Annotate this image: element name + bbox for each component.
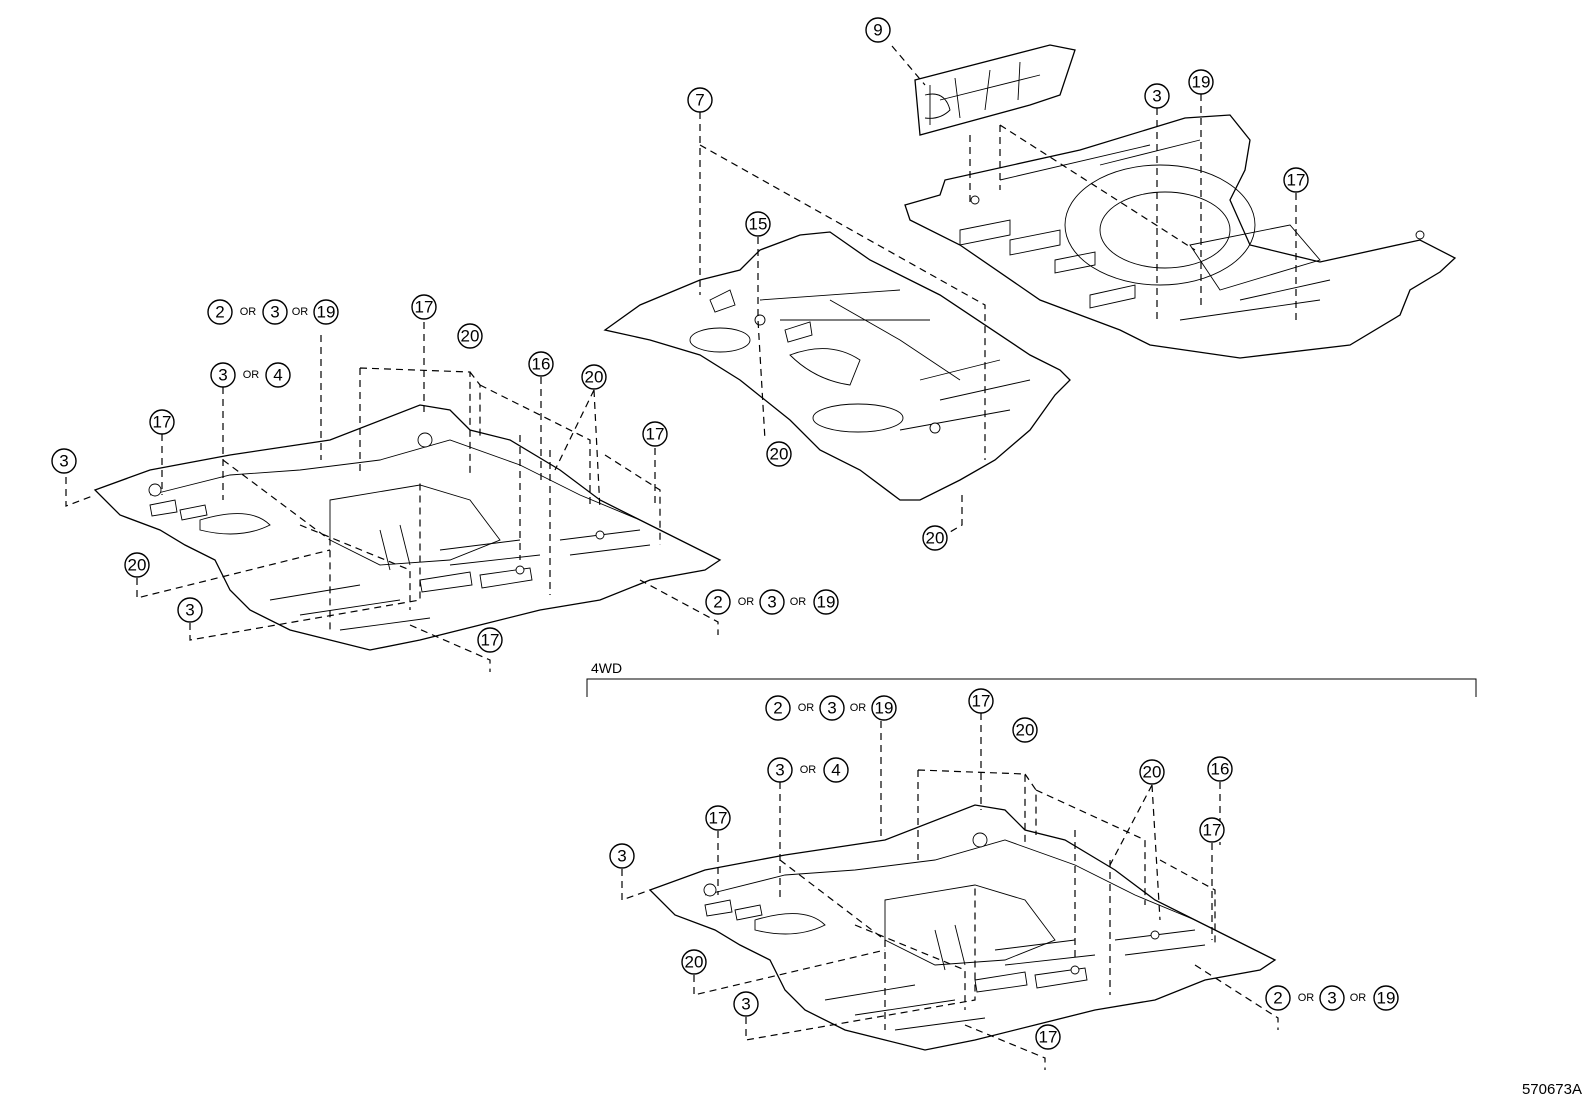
leader-lines (65, 45, 1297, 1070)
svg-text:OR: OR (240, 306, 257, 318)
svg-text:4: 4 (831, 761, 840, 780)
callout-7: 7 (687, 87, 713, 113)
rear-floor-pan (904, 114, 1457, 359)
svg-text:19: 19 (875, 699, 894, 718)
front-floor-pan-4wd (648, 804, 1277, 1051)
svg-text:9: 9 (873, 21, 882, 40)
svg-text:16: 16 (1211, 760, 1230, 779)
callout-20: 20 (681, 949, 707, 975)
front-floor-pan (93, 404, 722, 651)
svg-text:OR: OR (292, 306, 309, 318)
callout-17: 17 (1035, 1024, 1061, 1050)
svg-text:2: 2 (713, 593, 722, 612)
callout-17: 17 (968, 688, 994, 714)
callout-17: 17 (1199, 817, 1225, 843)
svg-text:19: 19 (317, 303, 336, 322)
callout-20: 20 (1139, 759, 1165, 785)
callout-20: 20 (581, 364, 607, 390)
diagram-code: 570673A (1522, 1081, 1582, 1098)
callout-9: 9 (865, 17, 891, 43)
callout-17: 17 (705, 805, 731, 831)
svg-text:OR: OR (800, 764, 817, 776)
svg-text:3: 3 (270, 303, 279, 322)
svg-text:OR: OR (738, 596, 755, 608)
svg-text:17: 17 (1039, 1028, 1058, 1047)
svg-text:3: 3 (617, 847, 626, 866)
callout-group-2-or-3-or-19: 2 OR 3 OR 19 (207, 299, 339, 325)
center-floor-pan (603, 231, 1071, 501)
svg-text:2: 2 (773, 699, 782, 718)
svg-text:3: 3 (185, 601, 194, 620)
svg-text:3: 3 (775, 761, 784, 780)
svg-text:2: 2 (1273, 989, 1282, 1008)
svg-text:3: 3 (767, 593, 776, 612)
4wd-section-label: 4WD (591, 660, 622, 676)
callout-20: 20 (922, 525, 948, 551)
svg-text:17: 17 (153, 413, 172, 432)
svg-text:OR: OR (790, 596, 807, 608)
callout-3: 3 (609, 843, 635, 869)
svg-text:OR: OR (798, 702, 815, 714)
svg-text:17: 17 (415, 298, 434, 317)
callout-group-3-or-4: 3 OR 4 (767, 757, 849, 783)
svg-text:16: 16 (532, 355, 551, 374)
callout-15: 15 (745, 211, 771, 237)
callout-3: 3 (733, 991, 759, 1017)
svg-text:3: 3 (827, 699, 836, 718)
callout-19: 19 (1188, 69, 1214, 95)
svg-text:3: 3 (59, 452, 68, 471)
svg-text:20: 20 (1143, 763, 1162, 782)
4wd-section-bracket (586, 678, 1477, 697)
svg-text:4: 4 (273, 366, 282, 385)
svg-text:20: 20 (926, 529, 945, 548)
svg-text:3: 3 (741, 995, 750, 1014)
callout-3: 3 (177, 597, 203, 623)
svg-text:OR: OR (243, 369, 260, 381)
callout-20: 20 (457, 323, 483, 349)
callout-16: 16 (1207, 756, 1233, 782)
svg-text:17: 17 (709, 809, 728, 828)
callout-16: 16 (528, 351, 554, 377)
svg-text:17: 17 (646, 425, 665, 444)
callout-17: 17 (411, 294, 437, 320)
svg-text:7: 7 (695, 91, 704, 110)
callout-20: 20 (766, 441, 792, 467)
svg-text:20: 20 (1016, 721, 1035, 740)
callout-group-2-or-3-or-19: 2 OR 3 OR 19 (705, 589, 839, 615)
svg-text:19: 19 (1192, 73, 1211, 92)
svg-text:2: 2 (215, 303, 224, 322)
svg-text:OR: OR (850, 702, 867, 714)
callout-group-2-or-3-or-19: 2 OR 3 OR 19 (1265, 985, 1399, 1011)
svg-text:19: 19 (1377, 989, 1396, 1008)
svg-text:20: 20 (685, 953, 704, 972)
callout-group-3-or-4: 3 OR 4 (210, 362, 291, 388)
callout-17: 17 (1283, 167, 1309, 193)
callout-3: 3 (1144, 83, 1170, 109)
callout-17: 17 (642, 421, 668, 447)
svg-text:OR: OR (1350, 992, 1367, 1004)
svg-text:20: 20 (585, 368, 604, 387)
svg-text:17: 17 (481, 631, 500, 650)
svg-text:3: 3 (1152, 87, 1161, 106)
svg-text:19: 19 (817, 593, 836, 612)
callout-20: 20 (1012, 717, 1038, 743)
rear-bracket-part (914, 44, 1076, 136)
callout-group-2-or-3-or-19: 2 OR 3 OR 19 (765, 695, 897, 721)
callout-17: 17 (477, 627, 503, 653)
svg-text:3: 3 (1327, 989, 1336, 1008)
svg-text:17: 17 (972, 692, 991, 711)
svg-text:17: 17 (1287, 171, 1306, 190)
callout-3: 3 (51, 448, 77, 474)
svg-text:OR: OR (1298, 992, 1315, 1004)
svg-text:15: 15 (749, 215, 768, 234)
svg-text:3: 3 (218, 366, 227, 385)
callout-20: 20 (124, 552, 150, 578)
svg-text:17: 17 (1203, 821, 1222, 840)
callout-17: 17 (149, 409, 175, 435)
svg-text:20: 20 (461, 327, 480, 346)
svg-text:20: 20 (128, 556, 147, 575)
svg-text:20: 20 (770, 445, 789, 464)
